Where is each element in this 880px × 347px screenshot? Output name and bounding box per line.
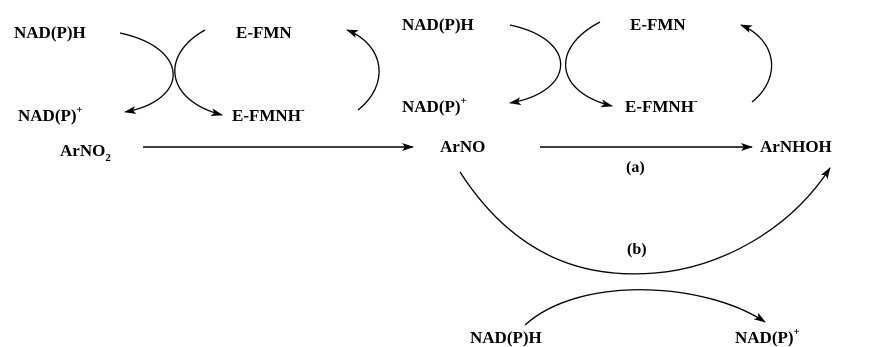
substrate-arno2-label: ArNO2 xyxy=(60,141,111,164)
right-cycle-cofactor-oxidation-arrow xyxy=(509,24,562,106)
right-cycle-efmn-label: E-FMN xyxy=(630,15,686,34)
left-cycle-nadp-plus-label: NAD(P)+ xyxy=(18,104,83,125)
right-cycle-enzyme-reduction-arrow xyxy=(564,21,613,108)
pathway-b-label: (b) xyxy=(627,241,647,258)
left-cycle-efmnh-label: E-FMNH- xyxy=(232,104,305,125)
left-redox-cycle: NAD(P)H NAD(P)+ E-FMN E-FMNH- xyxy=(14,23,380,125)
bottom-cofactor-step: NAD(P)H NAD(P)+ xyxy=(470,289,800,347)
pathway-b-arrow xyxy=(459,167,831,275)
right-redox-cycle: NAD(P)H NAD(P)+ E-FMN E-FMNH- xyxy=(402,15,773,116)
intermediate-arno-label: ArNO xyxy=(440,137,485,156)
left-cycle-cofactor-oxidation-arrow xyxy=(119,32,174,114)
bottom-nadph-label: NAD(P)H xyxy=(470,328,542,347)
right-cycle-nadph-label: NAD(P)H xyxy=(402,15,474,34)
bottom-nadp-plus-label: NAD(P)+ xyxy=(735,326,800,347)
left-cycle-enzyme-regeneration-arrow xyxy=(346,29,380,111)
pathway-a-label: (a) xyxy=(626,159,645,176)
right-cycle-efmnh-label: E-FMNH- xyxy=(625,95,698,116)
right-cycle-nadp-plus-label: NAD(P)+ xyxy=(402,95,467,116)
product-arnhoh-label: ArNHOH xyxy=(760,137,832,156)
bottom-cofactor-oxidation-arrow xyxy=(524,289,766,326)
right-cycle-enzyme-regeneration-arrow xyxy=(740,24,773,103)
left-cycle-enzyme-reduction-arrow xyxy=(174,29,223,117)
main-reduction-chain: ArNO2 ArNO ArNHOH (a) (b) xyxy=(60,137,832,275)
left-cycle-efmn-label: E-FMN xyxy=(236,23,292,42)
left-cycle-nadph-label: NAD(P)H xyxy=(14,23,86,42)
